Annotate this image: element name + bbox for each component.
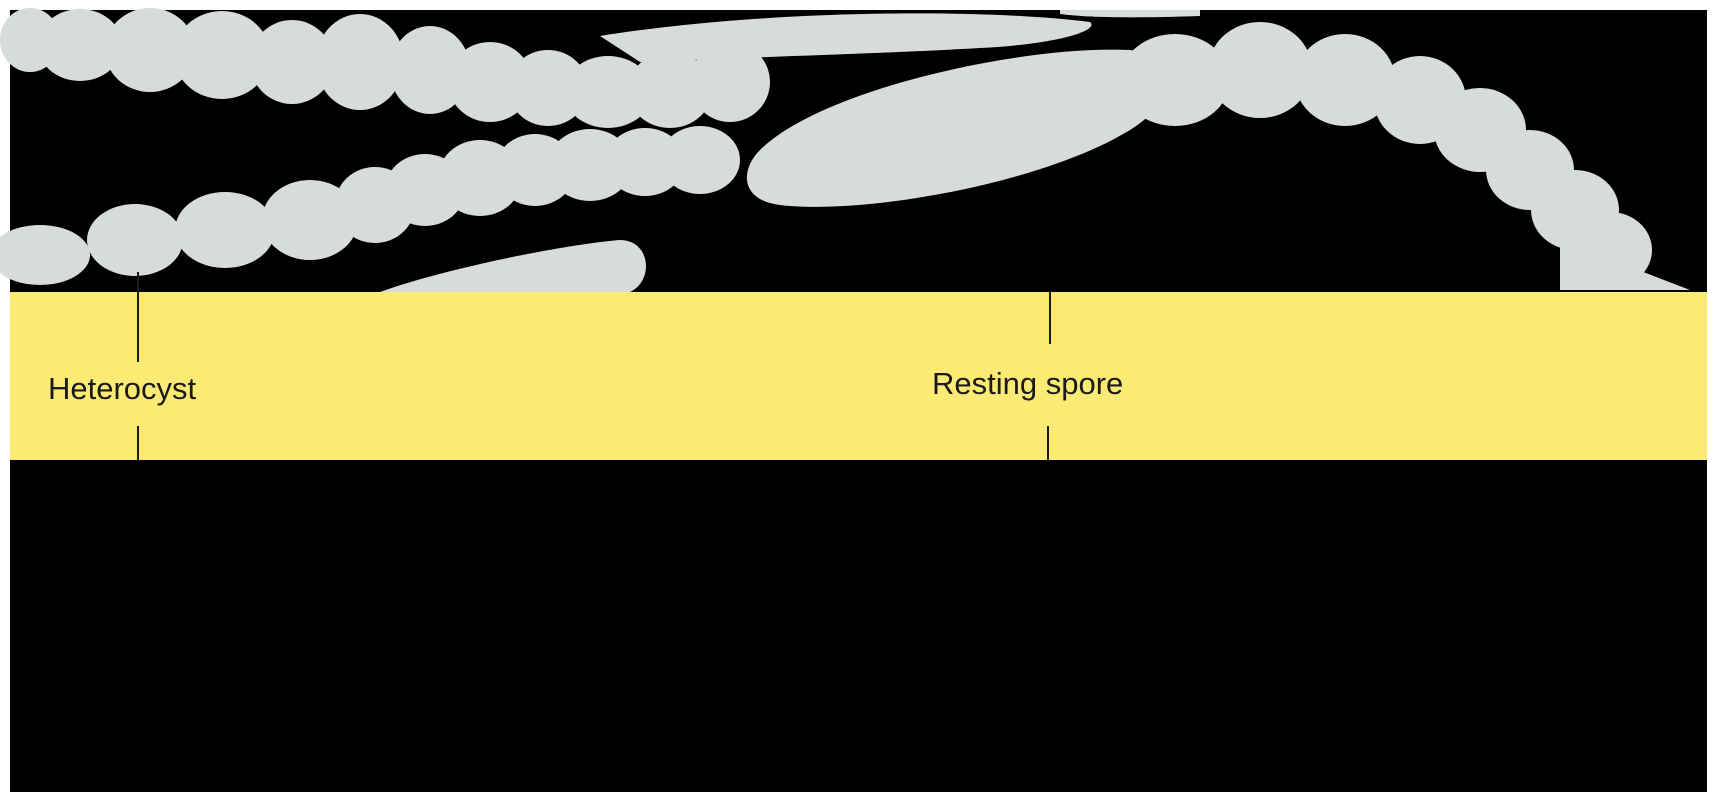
label-band — [10, 292, 1707, 460]
heterocyst-label: Heterocyst — [48, 371, 197, 406]
resting-spore-pore — [1042, 598, 1154, 666]
heterocyst-pore — [99, 622, 175, 682]
resting-spore-label: Resting spore — [932, 366, 1123, 401]
